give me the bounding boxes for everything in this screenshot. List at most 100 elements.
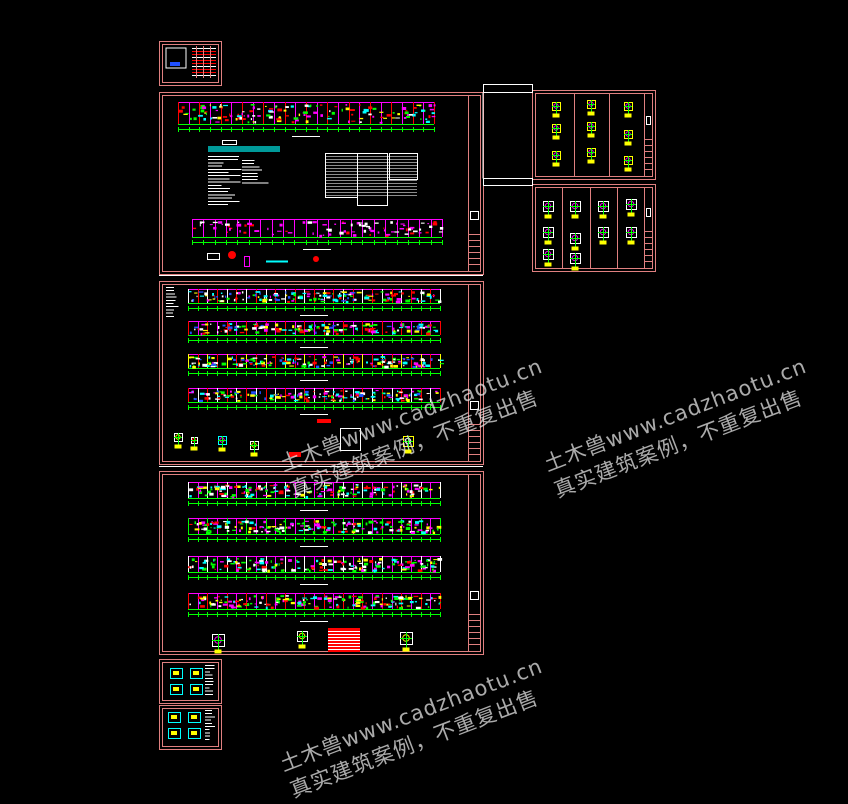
strip-mark xyxy=(255,323,258,326)
strip-mark xyxy=(323,527,326,529)
strip-mark xyxy=(279,490,284,493)
strip-mark xyxy=(391,601,395,603)
strip-mark xyxy=(391,294,396,297)
strip-mark xyxy=(241,112,243,115)
plan-strip-2a xyxy=(188,482,441,511)
strip-mark xyxy=(427,331,431,333)
strip-mark xyxy=(206,531,211,535)
strip-mark xyxy=(269,111,274,113)
strip-mark xyxy=(408,520,411,523)
strip-mark xyxy=(227,357,232,361)
detail-label xyxy=(404,449,412,454)
strip-mark xyxy=(425,120,430,123)
strip-mark xyxy=(264,397,267,401)
strip-mark xyxy=(200,597,205,600)
strip-mark xyxy=(375,595,379,598)
strip-mark xyxy=(365,323,370,326)
strip-mark xyxy=(236,569,239,572)
strip-mark xyxy=(295,119,299,122)
strip-mark xyxy=(236,485,241,488)
strip-mark xyxy=(224,331,227,333)
strip-mark xyxy=(239,599,241,601)
strip-mark xyxy=(264,328,268,332)
strip-mark xyxy=(369,495,373,498)
strip-mark xyxy=(237,603,240,607)
strip-mark xyxy=(222,603,228,606)
strip-mark xyxy=(383,392,386,395)
strip-mark xyxy=(198,364,200,367)
strip-mark xyxy=(411,390,415,393)
cover-logo xyxy=(170,62,180,66)
strip-mark xyxy=(202,363,208,367)
sheet-border xyxy=(159,705,222,750)
strip-mark xyxy=(305,525,310,527)
strip-mark xyxy=(311,323,313,327)
strip-mark xyxy=(403,484,406,488)
strip-mark xyxy=(367,398,370,400)
strip-mark xyxy=(213,527,216,529)
strip-mark xyxy=(388,494,392,497)
strip-mark xyxy=(199,295,204,297)
strip-mark xyxy=(247,488,252,492)
strip-mark xyxy=(391,231,395,233)
strip-mark xyxy=(269,108,274,110)
sheet-inner-border xyxy=(162,474,481,652)
strip-mark xyxy=(189,523,193,525)
cad-model-space[interactable] xyxy=(0,0,848,773)
sheet-small-a xyxy=(159,659,222,704)
plans2-details xyxy=(328,628,360,652)
strip-mark xyxy=(275,599,279,602)
strip-mark xyxy=(268,364,272,367)
strip-mark xyxy=(299,603,305,605)
strip-mark xyxy=(420,563,424,565)
strip-mark xyxy=(379,603,383,605)
strip-mark xyxy=(368,295,374,297)
strip-mark xyxy=(255,331,260,334)
strip-mark xyxy=(279,359,283,362)
strip-mark xyxy=(355,600,360,602)
strip-mark xyxy=(387,361,392,365)
strip-mark xyxy=(342,486,346,489)
connector-box-mid xyxy=(483,178,533,186)
strip-mark xyxy=(359,562,363,564)
strip-mark xyxy=(417,327,422,329)
strip-mark xyxy=(343,293,346,296)
strip-mark xyxy=(213,362,218,365)
strip-mark xyxy=(361,224,366,227)
strip-mark xyxy=(309,527,311,528)
strip-mark xyxy=(383,227,385,229)
strip-mark xyxy=(292,361,295,364)
strip-mark xyxy=(261,596,263,599)
strip-mark xyxy=(274,327,280,331)
strip-mark xyxy=(365,606,369,610)
strip-mark xyxy=(400,323,405,327)
strip-mark xyxy=(318,563,321,565)
strip-mark xyxy=(216,390,219,393)
strip-mark xyxy=(420,222,425,224)
strip-mark xyxy=(194,328,196,331)
strip-mark xyxy=(212,117,218,119)
detail-label xyxy=(587,111,595,116)
strip-mark xyxy=(275,396,280,399)
sheet-inner-border xyxy=(535,187,653,269)
strip-mark xyxy=(368,106,373,110)
strip-mark xyxy=(427,606,430,608)
strip-mark xyxy=(321,526,327,529)
strip-mark xyxy=(285,595,289,597)
strip-mark xyxy=(297,325,302,328)
strip-mark xyxy=(189,566,192,569)
strip-mark xyxy=(373,491,377,494)
strip-mark xyxy=(351,359,354,361)
strip-mark xyxy=(317,298,321,300)
strip-mark xyxy=(303,528,305,530)
strip-mark xyxy=(219,568,222,571)
strip-mark xyxy=(268,110,273,113)
strip-mark xyxy=(219,391,222,393)
pile-detail-7 xyxy=(626,227,637,245)
strip-mark xyxy=(333,523,336,527)
strip-mark xyxy=(355,358,361,361)
strip-mark xyxy=(411,494,414,498)
strip-mark xyxy=(245,520,249,524)
strip-mark xyxy=(392,361,396,363)
strip-mark xyxy=(432,222,438,226)
